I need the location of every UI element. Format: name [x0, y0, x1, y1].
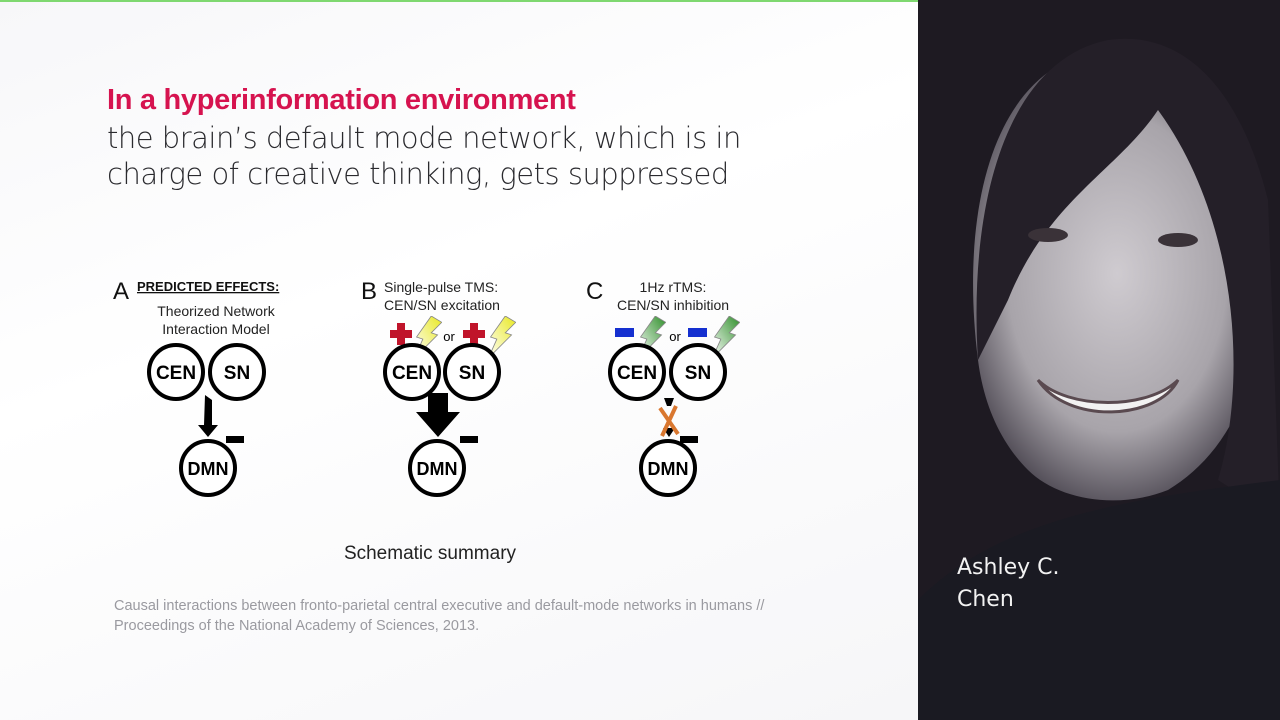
cen-label: CEN — [392, 363, 432, 384]
sn-node — [443, 343, 501, 401]
cross-icon — [658, 405, 680, 437]
dmn-label: DMN — [188, 459, 229, 479]
slide-subtitle: the brain’s default mode network, which … — [107, 121, 741, 191]
arrow — [198, 395, 218, 437]
sn-node — [208, 343, 266, 401]
panel-title: PREDICTED EFFECTS: — [137, 279, 279, 294]
dmn-node — [639, 439, 697, 497]
broken-arrow — [663, 398, 675, 437]
sn-label: SN — [459, 363, 485, 384]
or-label: or — [669, 329, 681, 344]
sn-label: SN — [224, 363, 250, 384]
panel-line: 1Hz rTMS: — [640, 279, 707, 295]
dmn-label: DMN — [417, 459, 458, 479]
panel-b: B Single-pulse TMS: CEN/SN excitation or… — [361, 278, 516, 497]
network-diagram: A PREDICTED EFFECTS: Theorized Network I… — [113, 278, 740, 497]
cen-node — [147, 343, 205, 401]
minus-sign — [460, 436, 478, 443]
plus-icon — [463, 323, 485, 345]
panel-line: CEN/SN excitation — [384, 297, 500, 313]
panel-letter: B — [361, 278, 377, 305]
panel-line: CEN/SN inhibition — [617, 297, 729, 313]
cen-label: CEN — [617, 363, 657, 384]
arrow — [416, 393, 460, 437]
dmn-node — [408, 439, 466, 497]
speaker-portrait — [918, 0, 1280, 720]
cen-label: CEN — [156, 363, 196, 384]
sn-node — [669, 343, 727, 401]
speaker-name: Ashley C. Chen — [957, 552, 1059, 616]
panel-line: Single-pulse TMS: — [384, 279, 498, 295]
cen-node — [383, 343, 441, 401]
slide-headline: In a hyperinformation environment — [107, 84, 576, 116]
panel-c: C 1Hz rTMS: CEN/SN inhibition or CEN SN … — [586, 278, 740, 497]
minus-icon — [615, 328, 634, 337]
speaker-name-line: Chen — [957, 587, 1014, 612]
panel-a: A PREDICTED EFFECTS: Theorized Network I… — [113, 278, 279, 497]
dmn-node — [179, 439, 237, 497]
sweater — [918, 480, 1280, 720]
citation: Causal interactions between fronto-parie… — [114, 598, 765, 634]
speaker-name-line: Ashley C. — [957, 555, 1060, 580]
panel-letter: C — [586, 278, 603, 305]
figure-caption: Schematic summary — [343, 543, 517, 564]
panel-line: Theorized Network — [157, 303, 275, 319]
minus-sign — [226, 436, 244, 443]
minus-icon — [688, 328, 707, 337]
speaker-video — [918, 0, 1280, 720]
top-accent-line — [0, 0, 918, 2]
sn-label: SN — [685, 363, 711, 384]
panel-letter: A — [113, 278, 129, 305]
cen-node — [608, 343, 666, 401]
plus-icon — [390, 323, 412, 345]
dmn-label: DMN — [648, 459, 689, 479]
panel-line: Interaction Model — [162, 321, 269, 337]
minus-sign — [680, 436, 698, 443]
or-label: or — [443, 329, 455, 344]
